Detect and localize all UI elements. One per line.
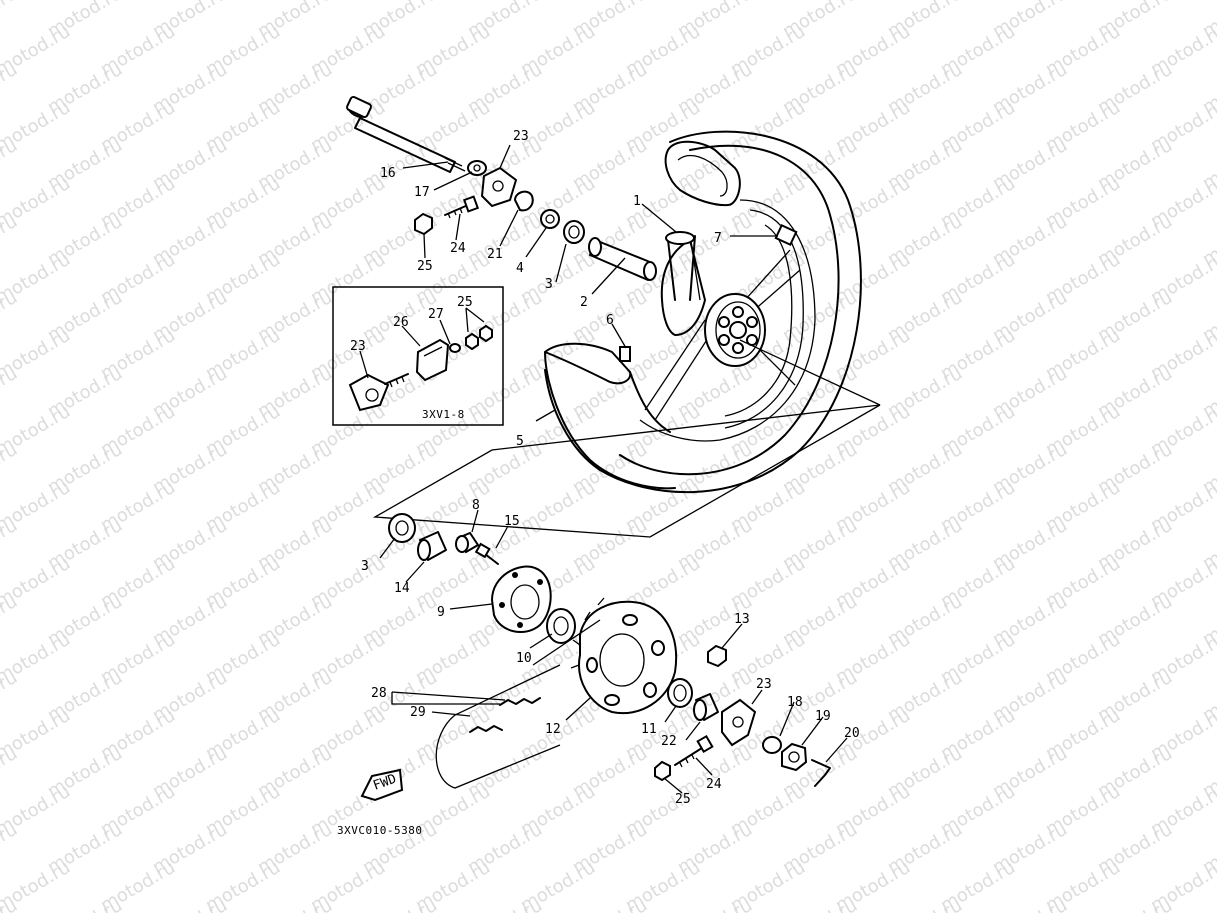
callout-24b: 24 [706,777,722,792]
watermark-text: motod.ru [0,0,21,42]
watermark-text: motod.ru [569,895,651,913]
callout-20: 20 [844,726,860,741]
callout-1: 1 [633,194,641,209]
collar-22[interactable] [693,693,719,721]
chain-puller-23[interactable] [480,166,518,208]
callout-22: 22 [661,734,677,749]
callout-9: 9 [437,605,445,620]
spacer-2[interactable] [588,237,657,281]
oil-seal-11[interactable] [667,678,693,708]
callout-14: 14 [394,581,410,596]
bearing-10[interactable] [546,608,576,644]
clutch-hub-9[interactable] [490,565,552,634]
collar-14[interactable] [417,531,447,561]
watermark-text: motod.ru [779,895,861,913]
watermark-text: motod.ru [884,895,966,913]
bolt-24-top[interactable] [444,195,480,219]
leader-lines [359,144,848,794]
cotter-pin-20[interactable] [811,759,831,787]
watermark-text: motod.ru [254,895,336,913]
damper-8[interactable] [455,531,480,554]
inset-box [332,286,504,426]
callout-25c: 25 [675,792,691,807]
nut-19[interactable] [781,742,808,772]
nut-13[interactable] [707,644,727,668]
callout-2: 2 [580,295,588,310]
callout-29: 29 [410,705,426,720]
fwd-arrow-icon: FWD [360,768,404,802]
bolt-15[interactable] [474,542,499,565]
chain-puller-23-lower[interactable] [721,698,757,747]
bolt-24-lower[interactable] [674,734,714,768]
callout-16: 16 [380,166,396,181]
watermark-text: motod.ru [44,895,126,913]
callout-21: 21 [487,247,503,262]
callout-15: 15 [504,514,520,529]
callout-25b: 25 [457,295,473,310]
watermark-text: motod.ru [989,895,1071,913]
collar-21[interactable] [514,190,534,212]
bearing-3-lower[interactable] [388,513,416,543]
nut-25-top[interactable] [414,212,433,236]
watermark-text: motod.ru [464,895,546,913]
callout-23a: 23 [513,129,529,144]
callout-17: 17 [414,185,430,200]
callout-18: 18 [787,695,803,710]
washer-18[interactable] [762,736,782,754]
washer-4[interactable] [540,209,560,229]
callout-7: 7 [714,231,722,246]
watermark-text: motod.ru [1094,895,1176,913]
rear-wheel[interactable] [544,130,862,494]
axle[interactable] [346,95,466,173]
callout-23c: 23 [756,677,772,692]
callout-26: 26 [393,315,409,330]
watermark-text: motod.ru [1199,895,1217,913]
nut-25-lower[interactable] [654,760,671,782]
callout-28: 28 [371,686,387,701]
callout-5: 5 [516,434,524,449]
callout-24a: 24 [450,241,466,256]
callout-4: 4 [516,261,524,276]
watermark-text: motod.ru [149,895,231,913]
callout-6: 6 [606,313,614,328]
watermark-text: motod.ru [674,895,756,913]
callout-27: 27 [428,307,444,322]
watermark-text: motod.ru [359,895,441,913]
callout-12: 12 [545,722,561,737]
callout-3b: 3 [361,559,369,574]
callout-19: 19 [815,709,831,724]
sprocket-12[interactable] [570,597,677,715]
diagram-code: 3XVC010-5380 [337,824,422,837]
callout-labels: 1 2 3 3 4 5 6 7 8 9 10 11 12 13 14 15 16… [337,129,860,837]
callout-25a: 25 [417,259,433,274]
bearing-3[interactable] [563,220,585,244]
drive-chain[interactable] [435,664,561,789]
callout-11: 11 [641,722,657,737]
washer-17[interactable] [467,160,487,176]
callout-3a: 3 [545,277,553,292]
inset-code: 3XV1-8 [422,408,465,421]
callout-23b: 23 [350,339,366,354]
callout-10: 10 [516,651,532,666]
callout-8: 8 [472,498,480,513]
callout-13: 13 [734,612,750,627]
